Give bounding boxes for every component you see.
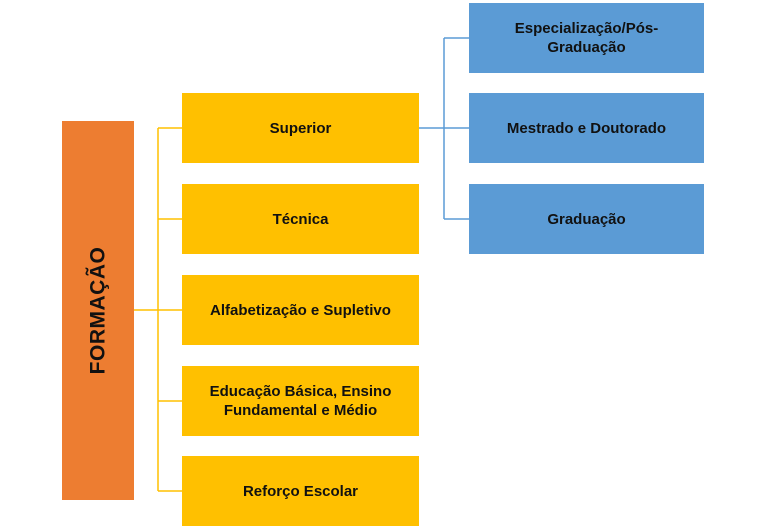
branch-node-tecnica: Técnica	[182, 184, 419, 254]
root-node-formacao: FORMAÇÃO	[62, 121, 134, 500]
branch-node-reforco-escolar: Reforço Escolar	[182, 456, 419, 526]
branch-node-educacao-basica: Educação Básica, Ensino Fundamental e Mé…	[182, 366, 419, 436]
branch-node-alfabetizacao: Alfabetização e Supletivo	[182, 275, 419, 345]
child-node-mestrado-doutorado: Mestrado e Doutorado	[469, 93, 704, 163]
root-node-label: FORMAÇÃO	[86, 246, 110, 375]
child-node-graduacao: Graduação	[469, 184, 704, 254]
child-node-especializacao: Especialização/Pós- Graduação	[469, 3, 704, 73]
branch-node-superior: Superior	[182, 93, 419, 163]
